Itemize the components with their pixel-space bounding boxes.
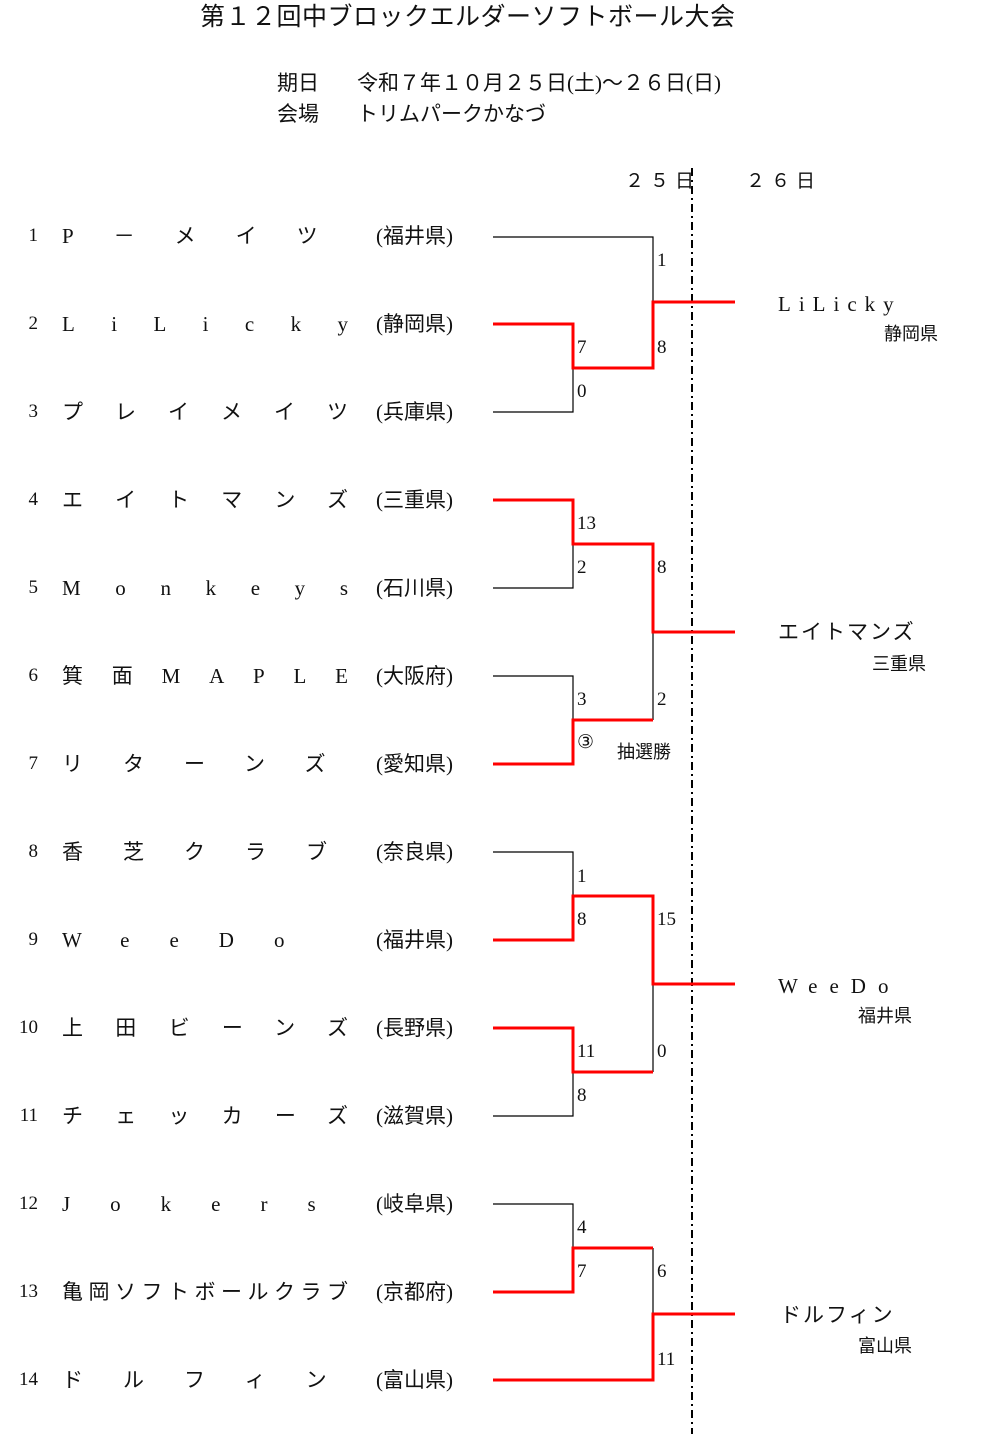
winner-pref: 静岡県: [884, 324, 938, 345]
winner-name: ドルフィン: [780, 1303, 895, 1327]
team-name: チェッカーズ: [62, 1104, 381, 1128]
score: 13: [577, 513, 596, 534]
team-prefecture: (奈良県): [376, 840, 453, 864]
team-prefecture: (大阪府): [376, 664, 453, 688]
score: 0: [577, 381, 587, 402]
team-number: 9: [28, 929, 39, 950]
team-number: 1: [28, 225, 39, 246]
date-value: 令和７年１０月２５日(土)～２６日(日): [357, 71, 721, 95]
team-number: 2: [28, 313, 39, 334]
date-label: 期日: [277, 71, 319, 95]
team-number: 11: [19, 1105, 38, 1126]
score: 2: [577, 557, 587, 578]
score: 8: [657, 337, 667, 358]
team-prefecture: (静岡県): [376, 312, 453, 336]
team-name: エイトマンズ: [62, 488, 381, 512]
score: 7: [577, 1261, 587, 1282]
team-name: 香芝クラブ: [62, 840, 367, 864]
score: 0: [657, 1041, 667, 1062]
team-prefecture: (兵庫県): [376, 400, 453, 424]
team-prefecture: (滋賀県): [376, 1104, 453, 1128]
lottery-win-note: 抽選勝: [617, 742, 671, 763]
score: 11: [577, 1041, 596, 1062]
team-name: 亀岡ソフトボールクラブ: [62, 1280, 354, 1304]
winner-name: エイトマンズ: [778, 620, 916, 644]
team-number: 13: [19, 1281, 38, 1302]
score: ③: [577, 732, 595, 753]
team-name: 箕面MAPLE: [62, 664, 377, 688]
winner-name: LiLicky: [778, 292, 902, 316]
score: 4: [577, 1217, 587, 1238]
score: 15: [657, 909, 676, 930]
team-prefecture: (三重県): [376, 488, 453, 512]
score: 6: [657, 1261, 667, 1282]
team-name: 上田ビーンズ: [62, 1016, 381, 1040]
team-prefecture: (長野県): [376, 1016, 453, 1040]
team-name: P－メイツ: [62, 224, 358, 248]
team-prefecture: (福井県): [376, 224, 453, 248]
score: 1: [657, 250, 667, 271]
team-number: 7: [28, 753, 39, 774]
score: 8: [577, 1085, 587, 1106]
team-number: 14: [19, 1369, 38, 1390]
team-number: 4: [28, 489, 39, 510]
score: 3: [577, 689, 587, 710]
score: 7: [577, 337, 587, 358]
team-name: WeeDo: [62, 928, 325, 952]
team-number: 3: [28, 401, 39, 422]
team-number: 6: [28, 665, 39, 686]
bracket-lines-black: [493, 236, 654, 1314]
bracket-lines-red: [493, 300, 735, 1382]
score: 11: [657, 1349, 676, 1370]
winner-pref: 三重県: [872, 654, 926, 675]
team-name: ドルフィン: [62, 1368, 367, 1392]
score: 8: [577, 909, 587, 930]
page-title: 第１２回中ブロックエルダーソフトボール大会: [200, 4, 736, 31]
team-number: 5: [28, 577, 39, 598]
team-number: 12: [19, 1193, 38, 1214]
venue-value: トリムパークかなづ: [357, 102, 546, 126]
winner-name: WeeDo: [778, 974, 901, 998]
team-name: LiLicky: [62, 312, 385, 336]
team-prefecture: (福井県): [376, 928, 453, 952]
team-name: プレイメイツ: [62, 400, 380, 424]
winner-pref: 富山県: [858, 1336, 912, 1357]
team-number: 10: [19, 1017, 38, 1038]
team-prefecture: (富山県): [376, 1368, 453, 1392]
score: 2: [657, 689, 667, 710]
team-prefecture: (愛知県): [376, 752, 453, 776]
day-header-25: ２５日: [625, 171, 701, 192]
team-prefecture: (京都府): [376, 1280, 453, 1304]
venue-label: 会場: [277, 102, 319, 126]
day-header-26: ２６日: [746, 171, 822, 192]
team-name: Monkeys: [62, 576, 383, 600]
score: 8: [657, 557, 667, 578]
score: 1: [577, 866, 587, 887]
team-prefecture: (岐阜県): [376, 1192, 453, 1216]
team-number: 8: [28, 841, 39, 862]
team-name: リターンズ: [62, 752, 366, 776]
winner-pref: 福井県: [858, 1006, 912, 1027]
team-prefecture: (石川県): [376, 576, 453, 600]
team-name: Jokers: [62, 1192, 356, 1216]
